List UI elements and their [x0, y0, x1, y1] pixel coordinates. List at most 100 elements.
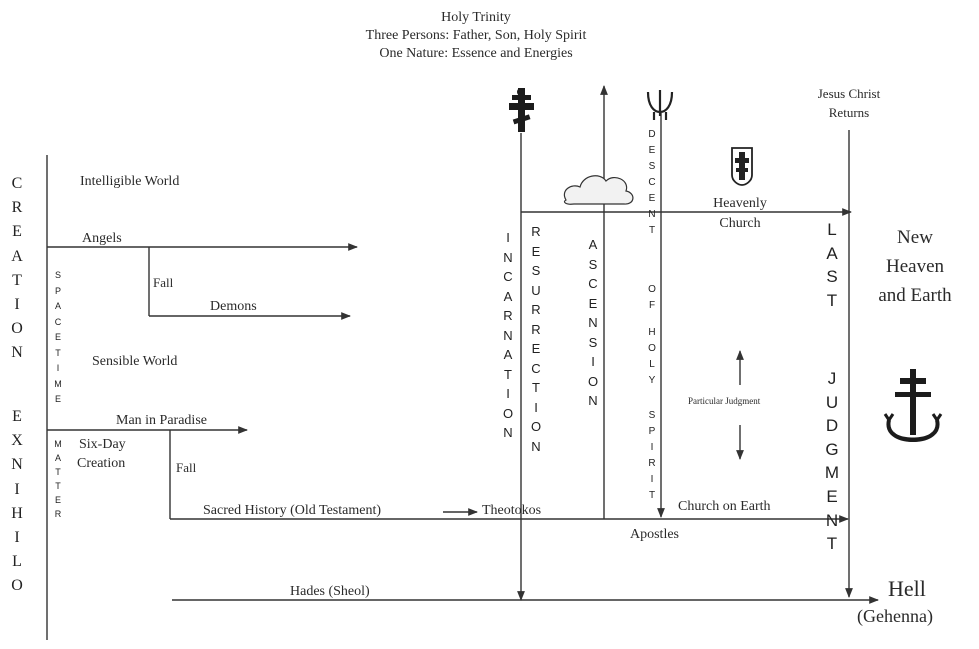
vertical-letter: H: [11, 504, 23, 522]
vertical-letter: L: [649, 359, 655, 370]
anchor-cross-icon: [883, 369, 943, 443]
angels-label: Angels: [82, 231, 122, 246]
vertical-letter: I: [14, 480, 20, 498]
vertical-letter: S: [588, 256, 598, 272]
vertical-letter: T: [12, 271, 22, 289]
dove-trident-icon: [646, 90, 674, 120]
vertical-letter: N: [825, 510, 839, 530]
vertical-letter: E: [826, 486, 838, 506]
vertical-letter: E: [54, 495, 61, 505]
one-nature-text: One Nature: Essence and Energies: [379, 46, 573, 61]
theotokos-label: Theotokos: [482, 503, 542, 518]
vertical-letter: I: [506, 386, 510, 401]
vertical-letter: R: [531, 321, 541, 337]
cloud-icon: [563, 175, 634, 205]
vertical-letter: R: [503, 308, 513, 323]
vertical-letter: C: [588, 276, 598, 291]
vertical-letter: C: [531, 360, 541, 376]
apostles-label: Apostles: [630, 527, 679, 542]
holy-trinity-title: Holy Trinity: [441, 10, 511, 25]
vertical-letter: O: [648, 343, 656, 354]
vertical-letter: N: [11, 456, 23, 474]
hell-label: Hell: [888, 576, 926, 601]
vertical-letter: I: [650, 474, 654, 485]
vertical-letter: P: [648, 426, 656, 437]
vertical-letter: R: [531, 302, 541, 317]
vertical-letter: S: [531, 263, 541, 278]
christ-returns-line2: Returns: [828, 105, 870, 120]
vertical-letter: A: [503, 347, 513, 362]
vertical-letter: R: [11, 199, 23, 217]
new-label: New: [897, 227, 933, 248]
vertical-letter: T: [55, 347, 61, 358]
vertical-letter: I: [591, 354, 595, 369]
man-in-paradise-label: Man in Paradise: [116, 413, 207, 428]
vertical-letter: T: [55, 481, 61, 491]
vertical-letter: N: [588, 315, 598, 330]
vertical-letter: X: [11, 432, 23, 450]
vertical-letter: A: [11, 247, 23, 265]
vertical-letter: E: [648, 145, 656, 156]
vertical-letter: E: [54, 394, 61, 404]
vertical-letter: U: [531, 282, 541, 298]
vertical-letter: O: [11, 577, 23, 595]
vertical-letter: I: [14, 296, 20, 314]
vertical-letter: T: [826, 534, 838, 554]
vertical-letter: T: [532, 380, 540, 395]
heaven-label: Heaven: [885, 256, 945, 277]
vertical-letter: A: [588, 237, 598, 252]
vertical-letter: T: [55, 467, 61, 477]
vertical-letter: M: [54, 378, 62, 389]
vertical-letter: C: [648, 177, 656, 188]
vertical-letter: N: [531, 438, 541, 454]
intelligible-world-label: Intelligible World: [80, 174, 180, 189]
sensible-world-label: Sensible World: [92, 354, 178, 369]
vertical-letter: O: [502, 405, 514, 421]
vertical-letter: N: [503, 249, 513, 265]
vertical-letter: D: [648, 129, 656, 140]
vertical-letter: T: [648, 225, 656, 236]
man-fall-label: Fall: [176, 460, 197, 475]
and-earth-label: and Earth: [878, 285, 952, 306]
christ-returns-line1: Jesus Christ: [817, 86, 881, 101]
heavenly-label: Heavenly: [713, 196, 767, 211]
vertical-letter: A: [54, 301, 61, 311]
vertical-letter: E: [12, 408, 22, 425]
vertical-letter: Y: [648, 375, 656, 386]
vertical-letter: J: [827, 369, 837, 388]
vertical-letter: T: [504, 366, 512, 382]
vertical-letter: N: [503, 327, 513, 343]
demons-label: Demons: [210, 299, 257, 314]
vertical-letter: R: [531, 224, 541, 239]
vertical-letter: L: [12, 553, 22, 571]
vertical-letter: C: [503, 269, 513, 284]
vertical-letter: I: [56, 363, 60, 373]
vertical-letter: L: [827, 220, 837, 239]
vertical-letter: S: [54, 270, 61, 280]
vertical-letter: G: [825, 439, 839, 459]
vertical-letter: C: [54, 316, 62, 327]
vertical-letter: T: [826, 290, 838, 310]
vertical-letter: N: [648, 209, 656, 220]
vertical-letter: E: [531, 243, 541, 259]
vertical-letter: E: [531, 341, 541, 356]
sacred-history-label: Sacred History (Old Testament): [203, 503, 381, 518]
vertical-letter: D: [825, 416, 839, 436]
vertical-letter: I: [506, 230, 510, 245]
vertical-letter: U: [825, 392, 839, 412]
angels-fall-label: Fall: [153, 275, 174, 290]
vertical-letter: I: [14, 529, 20, 547]
vertical-letter: S: [648, 410, 656, 421]
